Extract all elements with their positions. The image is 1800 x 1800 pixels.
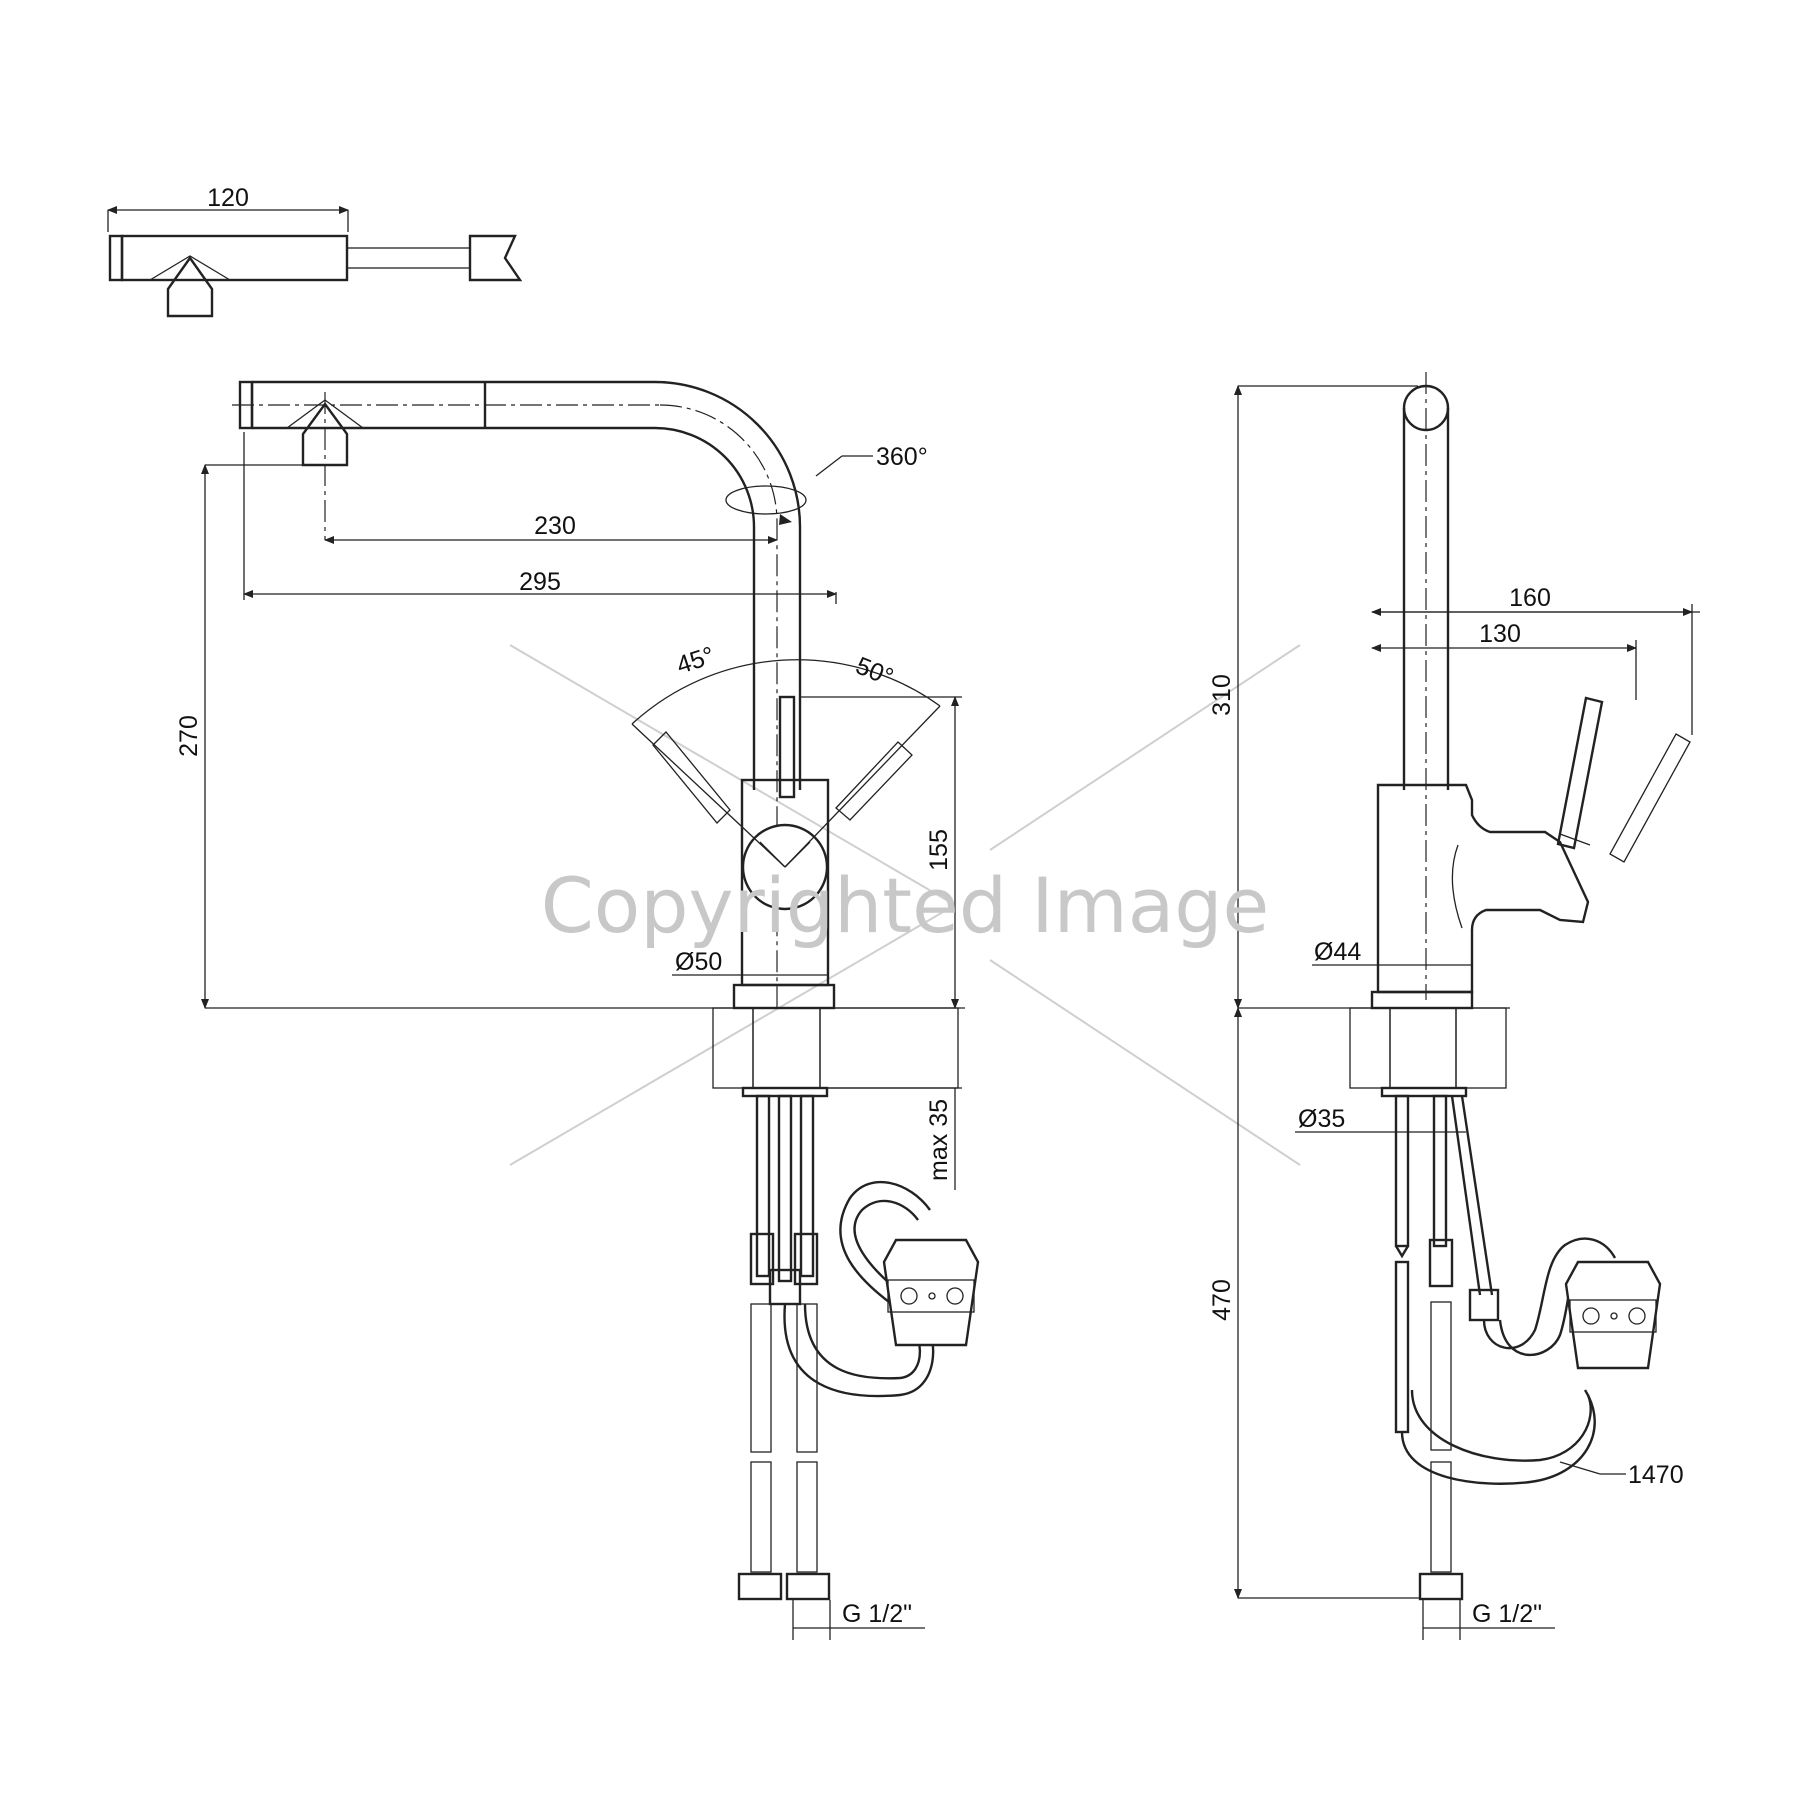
dimension-120: 120 bbox=[207, 184, 249, 212]
dimension-295: 295 bbox=[519, 568, 561, 596]
watermark-text: Copyrighted Image bbox=[541, 861, 1270, 950]
dimension-360-deg: 360° bbox=[876, 443, 928, 471]
dimension-45-deg: 45° bbox=[673, 641, 718, 679]
dimension-50-deg: 50° bbox=[852, 652, 898, 692]
dimension-1470: 1470 bbox=[1628, 1461, 1684, 1489]
dimension-270: 270 bbox=[175, 715, 203, 757]
dimension-155: 155 bbox=[925, 829, 953, 871]
dimension-230: 230 bbox=[534, 512, 576, 540]
dimension-470: 470 bbox=[1208, 1279, 1236, 1321]
dimension-160: 160 bbox=[1509, 584, 1551, 612]
dimension-dia-44: Ø44 bbox=[1314, 938, 1361, 966]
dimension-max-35: max 35 bbox=[925, 1099, 953, 1181]
dimension-g-half-right: G 1/2" bbox=[1472, 1600, 1542, 1628]
front-view: 360° 230 295 270 45° 50° 155 Ø50 bbox=[175, 380, 980, 1640]
dimension-130: 130 bbox=[1479, 620, 1521, 648]
dimension-dia-50: Ø50 bbox=[675, 948, 722, 976]
side-view: 160 130 310 Ø44 Ø35 bbox=[1208, 372, 1700, 1640]
dimension-g-half-left: G 1/2" bbox=[842, 1600, 912, 1628]
dimension-dia-35: Ø35 bbox=[1298, 1105, 1345, 1133]
dimension-310: 310 bbox=[1208, 674, 1236, 716]
watermark bbox=[509, 644, 1301, 1166]
top-view: 120 bbox=[107, 184, 523, 318]
